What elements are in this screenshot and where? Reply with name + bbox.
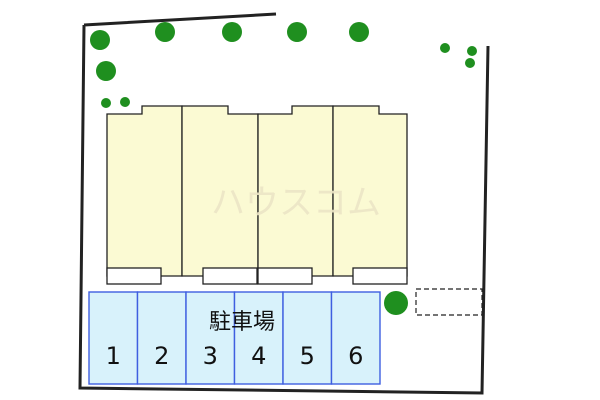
tree	[465, 58, 475, 68]
tree	[101, 98, 111, 108]
tree	[155, 22, 175, 42]
parking-space-1	[88, 291, 139, 385]
parking-space-number: 4	[251, 342, 266, 370]
parking-space-2	[136, 291, 187, 385]
tree	[349, 22, 369, 42]
parking-space-number: 1	[106, 342, 121, 370]
building-unit-4	[332, 105, 408, 277]
tree	[90, 30, 110, 50]
parking-space-number: 3	[203, 342, 218, 370]
parking-space-number: 2	[154, 342, 169, 370]
watermark: ハウスコム	[211, 183, 381, 223]
parking-space-6	[330, 291, 381, 385]
tree	[287, 22, 307, 42]
parking-space-5	[282, 291, 333, 385]
porch-unit-2	[202, 267, 258, 285]
parking-lot: 1 2 3 4 5 6	[88, 291, 381, 385]
parking-space-3	[185, 291, 236, 385]
building	[106, 105, 408, 277]
trees	[90, 22, 477, 315]
tree	[96, 61, 116, 81]
building-unit-1	[106, 105, 183, 277]
property-boundary	[78, 12, 490, 395]
tree	[222, 22, 242, 42]
tree	[440, 43, 450, 53]
parking-space-4	[233, 291, 284, 385]
dashed-area	[415, 288, 483, 316]
porch-unit-4	[352, 267, 408, 285]
porch-unit-3	[257, 267, 313, 285]
parking-space-number: 5	[300, 342, 315, 370]
tree	[120, 97, 130, 107]
porches	[106, 267, 408, 285]
parking-space-number: 6	[348, 342, 363, 370]
porch-unit-1	[106, 267, 162, 285]
parking-label: 駐車場	[209, 310, 275, 335]
tree	[384, 291, 408, 315]
tree	[467, 46, 477, 56]
